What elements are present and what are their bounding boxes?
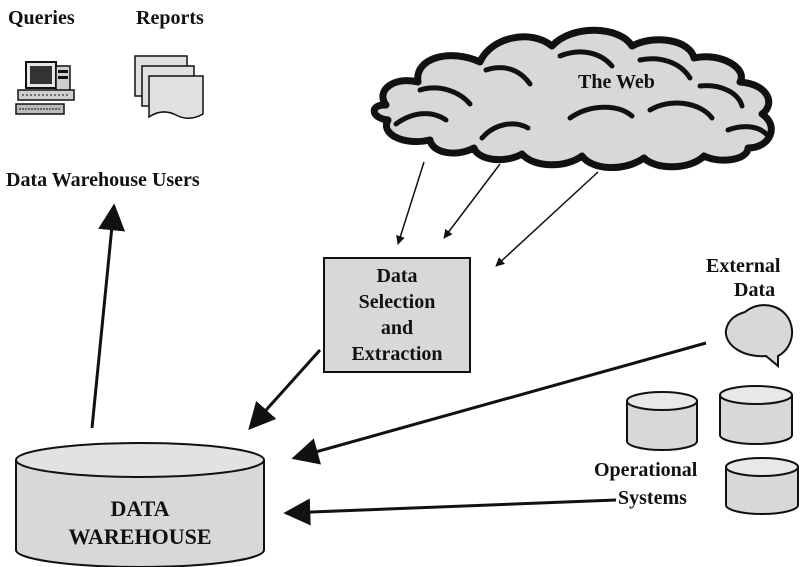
database-cylinder-icon [725,457,799,515]
database-cylinder-icon [626,391,698,451]
external-arrow [291,341,707,465]
stacked-documents-icon [134,55,204,119]
web-arrow-2 [443,163,501,239]
operational-line-2: Systems [618,487,687,509]
reports-label: Reports [136,7,204,29]
users-label: Data Warehouse Users [6,169,200,191]
speech-bubble-icon [724,304,794,369]
operational-arrow [283,498,617,526]
web-label: The Web [578,71,655,93]
data-warehouse-cylinder [15,442,265,567]
warehouse-line-1: DATA [110,496,170,521]
users-arrow [90,203,126,429]
queries-label: Queries [8,7,75,29]
extraction-line-4: Extraction [351,343,443,365]
extraction-box [323,257,471,373]
computer-terminal-icon [15,61,75,115]
extraction-line-2: Selection [358,291,436,313]
web-arrow-1 [396,161,425,245]
extraction-line-1: Data [376,265,418,287]
extraction-arrow [248,348,322,431]
warehouse-line-2: WAREHOUSE [68,524,212,549]
web-arrow-3 [495,171,599,267]
external-line-1: External [706,255,781,277]
extraction-line-3: and [380,317,414,339]
web-cloud [370,26,775,172]
external-line-2: Data [734,279,776,301]
operational-line-1: Operational [594,459,698,481]
database-cylinder-icon [719,385,793,445]
